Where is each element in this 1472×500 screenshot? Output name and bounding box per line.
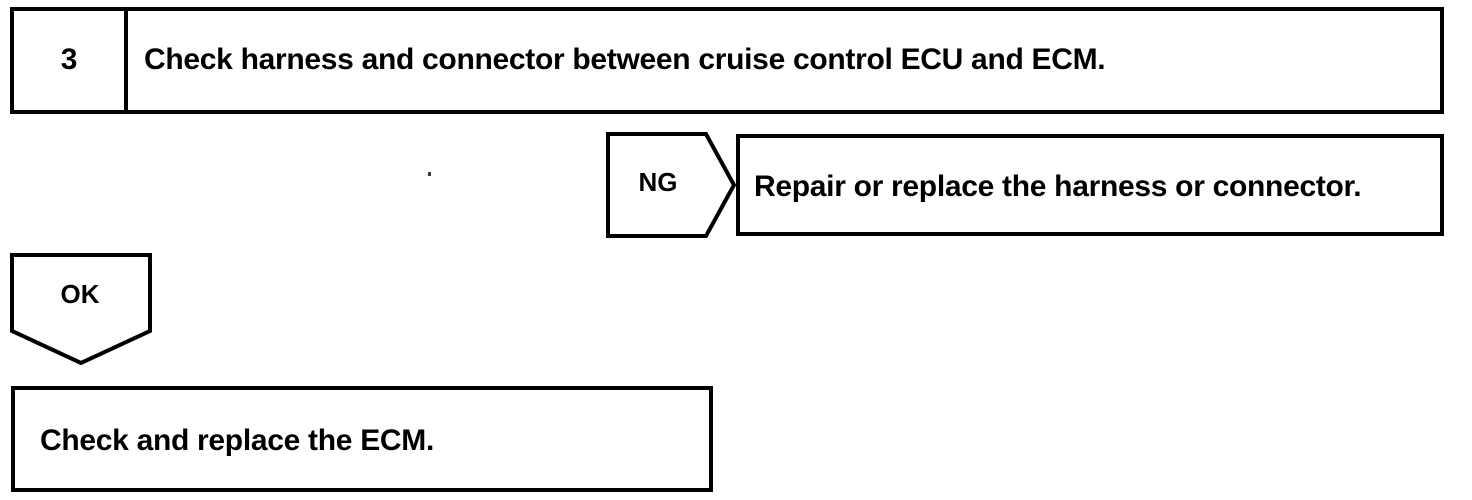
- ok-result-box: Check and replace the ECM.: [11, 386, 713, 492]
- step-cell-divider: [124, 11, 128, 110]
- ok-branch-arrow: [10, 253, 152, 365]
- ng-result-box: Repair or replace the harness or connect…: [736, 134, 1444, 236]
- step-instruction: Check harness and connector between crui…: [144, 43, 1106, 76]
- ng-branch-arrow: [606, 132, 736, 238]
- ng-result-text: Repair or replace the harness or connect…: [754, 170, 1362, 203]
- ok-branch-label: OK: [60, 279, 100, 309]
- scan-artifact-speck: [428, 172, 431, 176]
- ng-branch-label: NG: [638, 167, 678, 197]
- step-box: 3 Check harness and connector between cr…: [10, 7, 1444, 114]
- step-number: 3: [60, 43, 78, 76]
- ok-result-text: Check and replace the ECM.: [40, 424, 434, 457]
